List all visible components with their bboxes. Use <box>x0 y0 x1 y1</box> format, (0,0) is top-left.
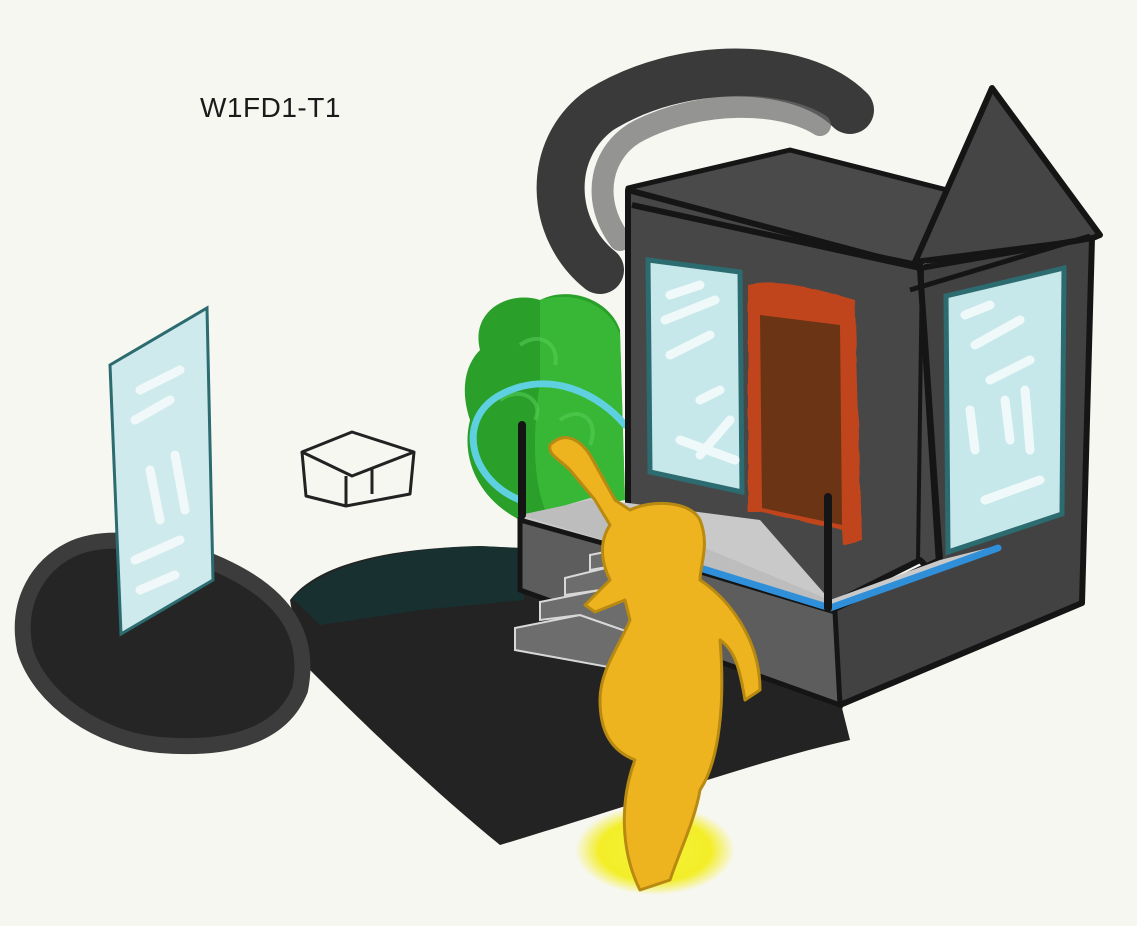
orange-door <box>748 282 862 545</box>
yellow-figure <box>548 436 762 892</box>
right-window <box>943 264 1067 556</box>
railing-posts <box>518 421 832 612</box>
glass-panel <box>108 305 215 637</box>
left-window <box>645 257 745 496</box>
ground-shadow-teal <box>292 546 524 625</box>
cyan-arc <box>469 380 629 504</box>
dark-arc-inner <box>591 95 831 251</box>
wireframe-box <box>300 430 416 508</box>
dark-arc <box>536 48 874 294</box>
drawing-caption: W1FD1-T1 <box>200 92 341 123</box>
